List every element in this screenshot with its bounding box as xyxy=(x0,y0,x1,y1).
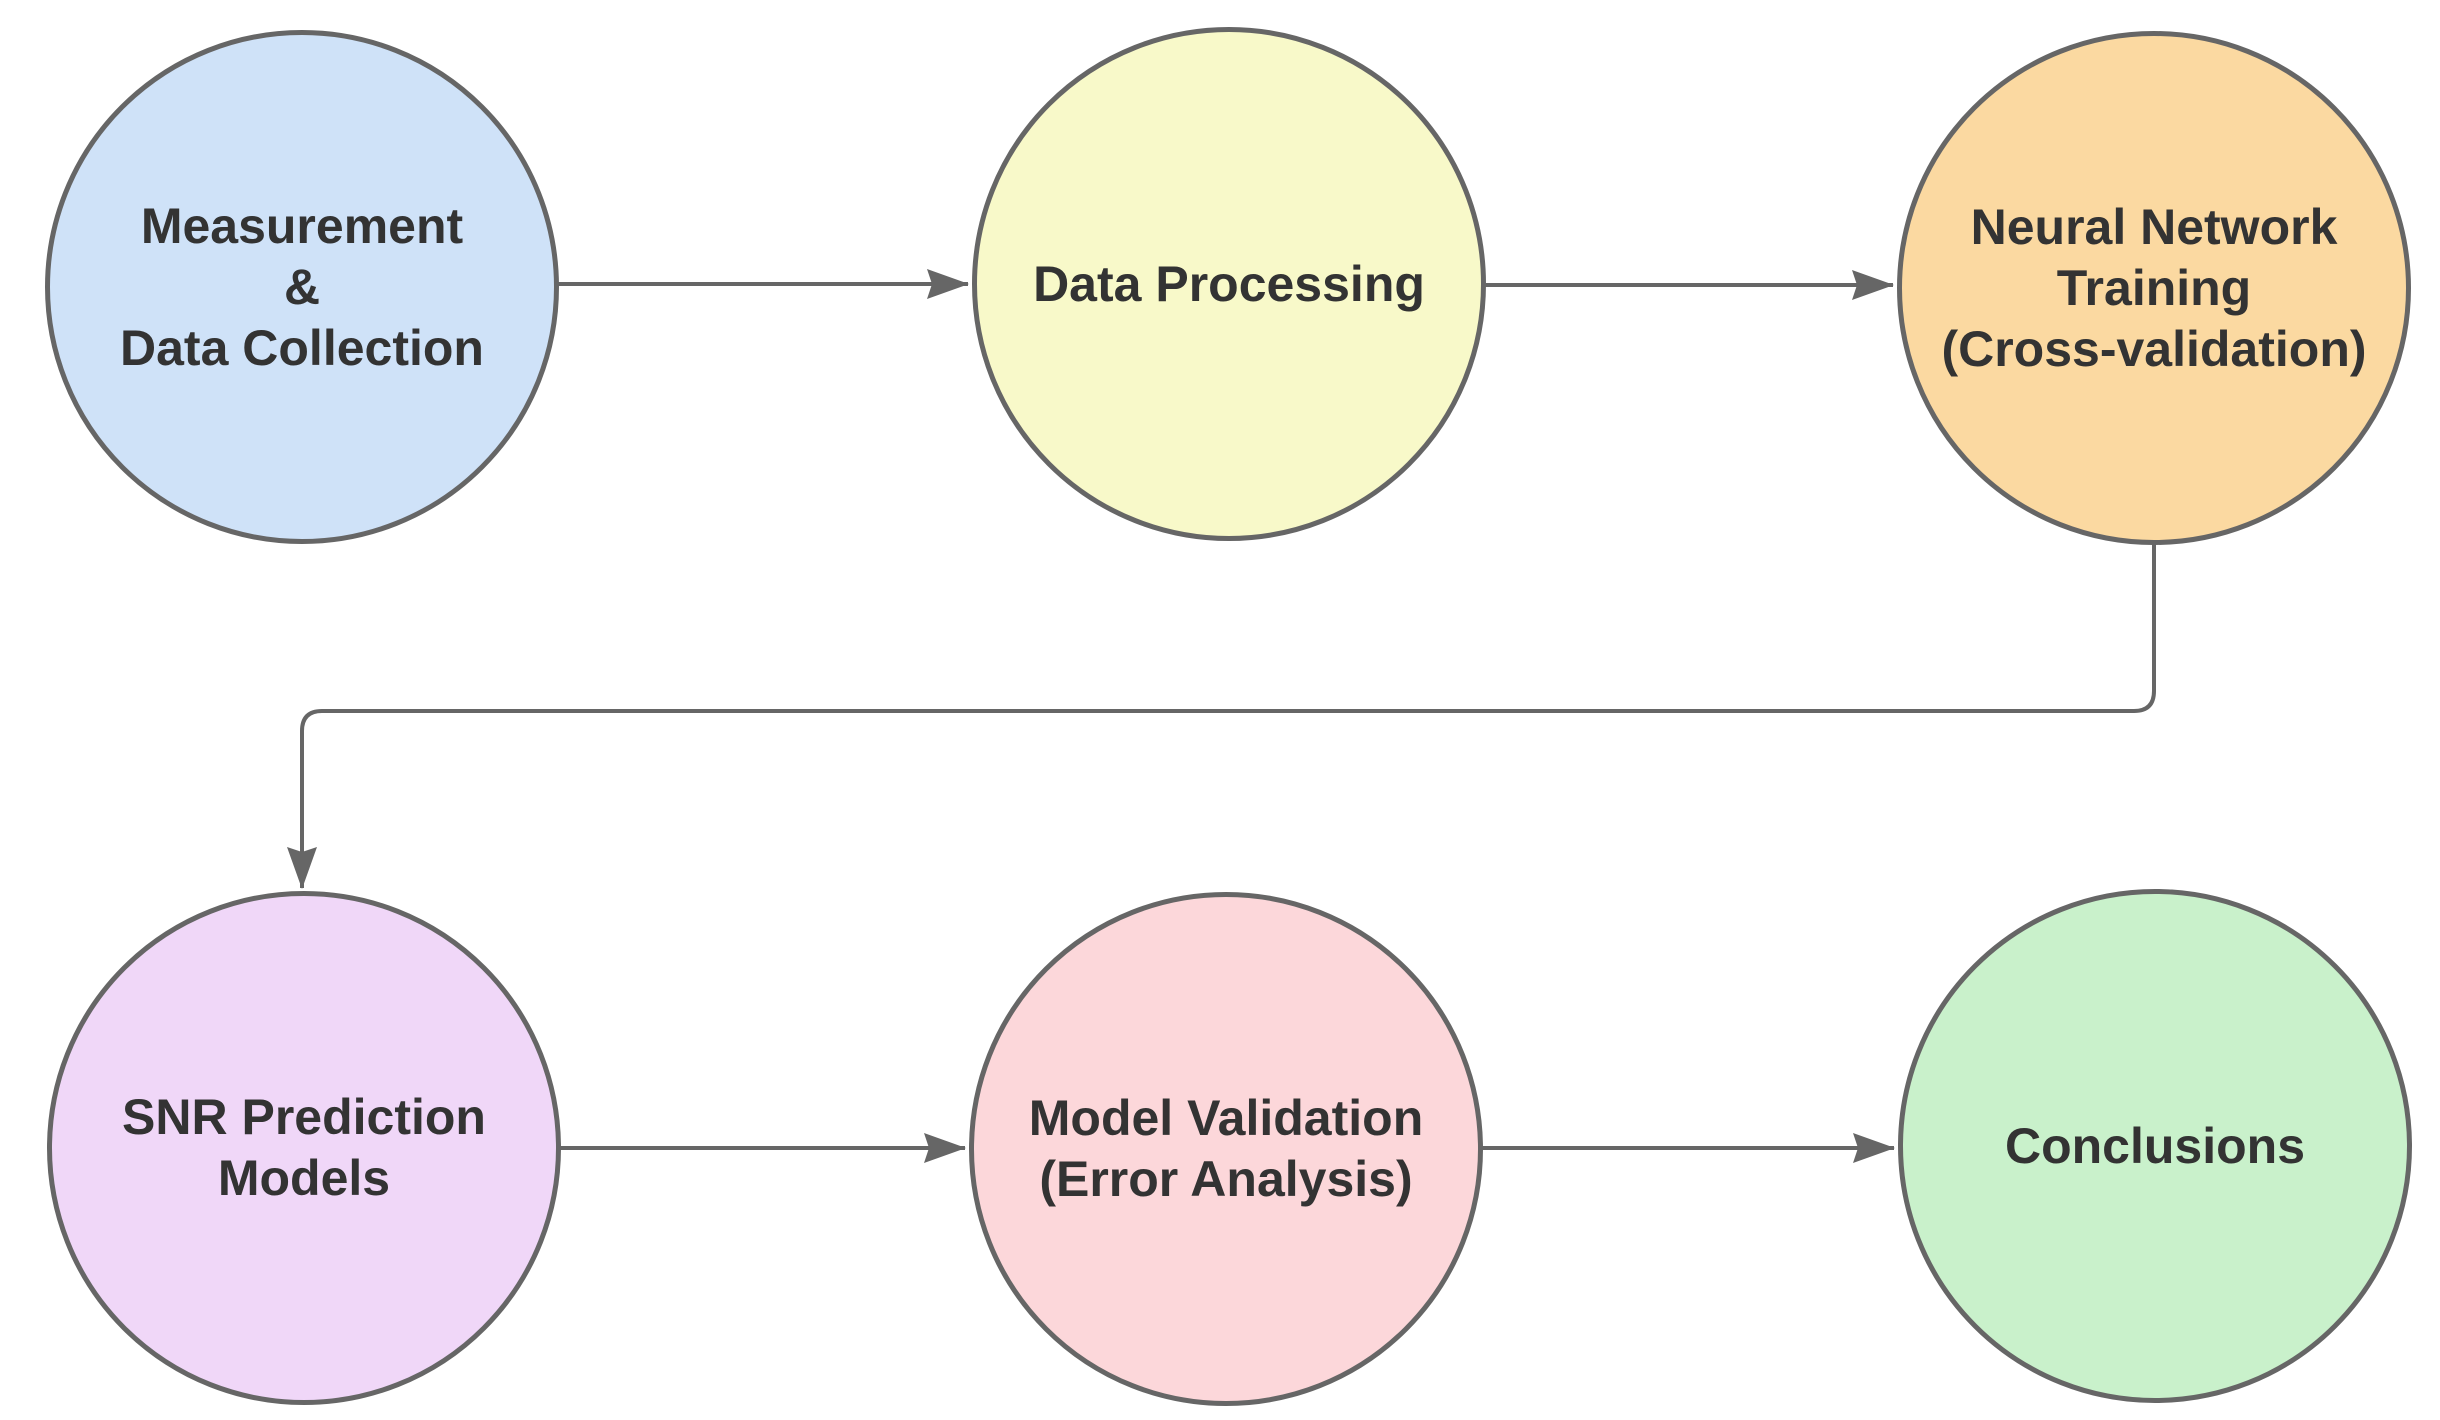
node-neural-network-training: Neural Network Training (Cross-validatio… xyxy=(1897,31,2411,545)
node-label-data-processing: Data Processing xyxy=(1033,255,1425,312)
node-label-model-validation: Model Validation (Error Analysis) xyxy=(1028,1090,1424,1207)
node-data-processing: Data Processing xyxy=(972,27,1486,541)
node-label-measurement-data-collection: Measurement & Data Collection xyxy=(120,197,484,376)
node-snr-prediction-models: SNR Prediction Models xyxy=(47,891,561,1405)
node-label-neural-network-training: Neural Network Training (Cross-validatio… xyxy=(1941,198,2367,377)
edge-nn-training-to-snr-models xyxy=(287,542,2156,889)
node-measurement-data-collection: Measurement & Data Collection xyxy=(45,30,559,544)
node-label-snr-prediction-models: SNR Prediction Models xyxy=(122,1089,486,1206)
node-conclusions: Conclusions xyxy=(1898,889,2412,1403)
node-label-conclusions: Conclusions xyxy=(2004,1117,2306,1174)
node-model-validation: Model Validation (Error Analysis) xyxy=(969,892,1483,1406)
